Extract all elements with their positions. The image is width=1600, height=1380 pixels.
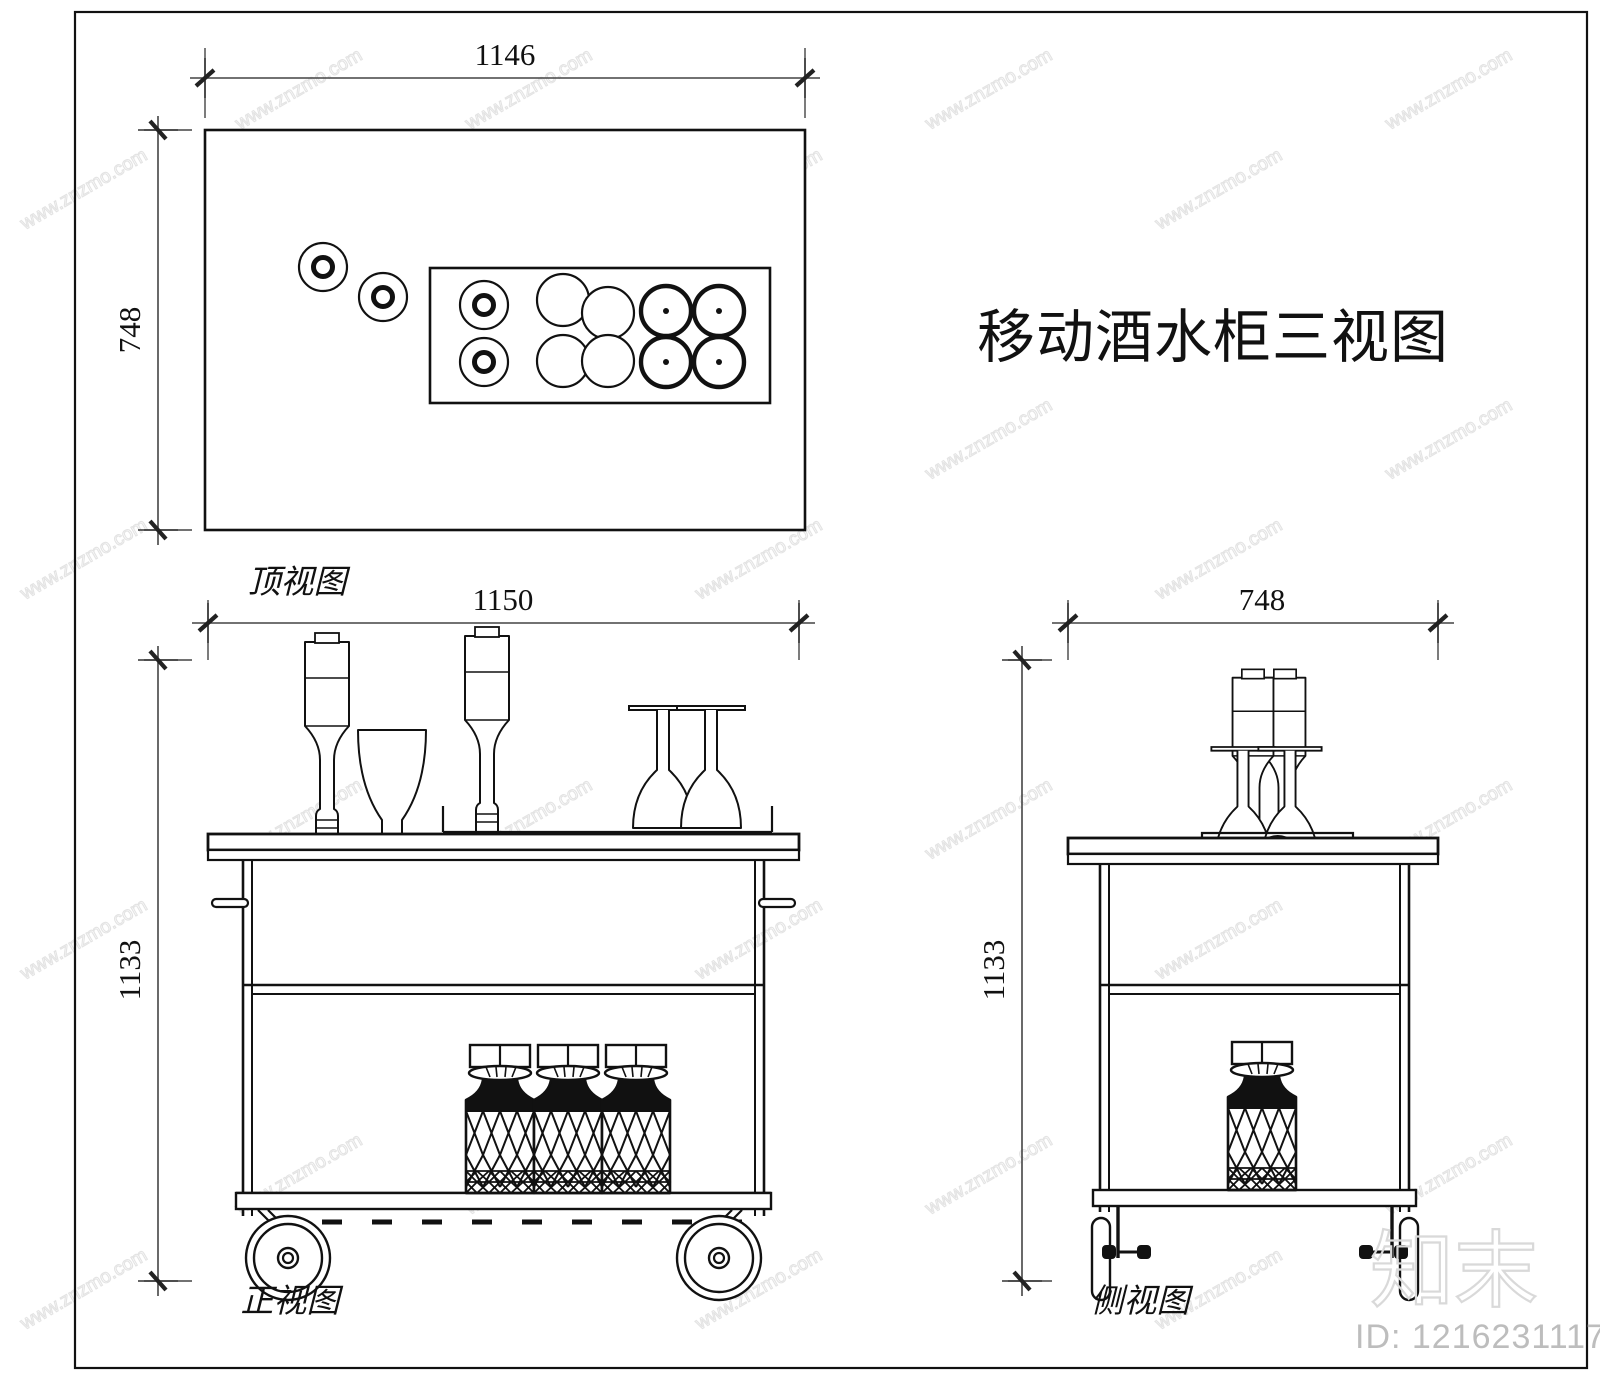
svg-text:www.znzmo.com: www.znzmo.com <box>691 895 826 985</box>
drawing-title: 移动酒水柜三视图 <box>977 305 1449 370</box>
front-view-glass-inverted-2 <box>676 705 746 829</box>
front-view-decanter-3 <box>600 1043 672 1195</box>
svg-text:www.znzmo.com: www.znzmo.com <box>1381 45 1516 135</box>
front-view-width-dimension: 1150 <box>192 582 815 660</box>
svg-text:www.znzmo.com: www.znzmo.com <box>231 45 366 135</box>
front-view-decanter-2 <box>532 1043 604 1195</box>
top-view-decanter-top-2 <box>691 283 747 339</box>
svg-text:www.znzmo.com: www.znzmo.com <box>921 395 1056 485</box>
front-view-decanter-1 <box>464 1043 536 1195</box>
top-view-width-dimension: 1146 <box>190 37 820 118</box>
side-view-height-dimension: 1133 <box>976 646 1052 1296</box>
top-view-decanter-top-1 <box>638 283 694 339</box>
front-view-width-value: 1150 <box>473 582 534 617</box>
side-view-width-dimension: 748 <box>1052 582 1454 660</box>
side-view-leg-supports <box>1116 1206 1394 1258</box>
svg-text:www.znzmo.com: www.znzmo.com <box>16 145 151 235</box>
top-view-glass-top-2 <box>580 285 636 341</box>
front-view-handle-left <box>210 897 250 909</box>
top-view-glass-top-1 <box>535 272 591 328</box>
side-view-cabinet-frame <box>1091 864 1418 1212</box>
top-view-depth-value: 748 <box>112 307 147 354</box>
front-view-wheel-right <box>675 1214 763 1302</box>
top-view-bottle-top-2 <box>458 336 510 388</box>
top-view-decanter-top-4 <box>691 334 747 390</box>
front-view-height-dimension: 1133 <box>112 646 192 1296</box>
top-view-bottle-top-1 <box>458 279 510 331</box>
watermark-logo: 知末 <box>1370 1224 1538 1318</box>
sheet-border <box>73 10 1589 1370</box>
side-view-countertop <box>1066 836 1440 866</box>
side-view-group: 748 1133 侧视图 <box>976 582 1454 1320</box>
top-view-depth-dimension: 748 <box>112 116 192 545</box>
svg-text:www.znzmo.com: www.znzmo.com <box>16 515 151 605</box>
svg-text:www.znzmo.com: www.znzmo.com <box>921 1130 1056 1220</box>
svg-text:www.znzmo.com: www.znzmo.com <box>921 775 1056 865</box>
side-view-decanter-1 <box>1226 1040 1298 1192</box>
top-view-width-value: 1146 <box>475 37 536 72</box>
side-view-wheel-left <box>1090 1216 1151 1302</box>
top-view-glass-top-4 <box>580 333 636 389</box>
side-view-height-value: 1133 <box>976 940 1011 1001</box>
front-view-label: 正视图 <box>241 1284 344 1320</box>
front-view-cabinet-frame <box>234 860 773 1216</box>
svg-text:www.znzmo.com: www.znzmo.com <box>16 1245 151 1335</box>
svg-text:www.znzmo.com: www.znzmo.com <box>1151 145 1286 235</box>
top-view-label: 顶视图 <box>248 565 351 601</box>
side-view-width-value: 748 <box>1239 582 1286 617</box>
front-view-height-value: 1133 <box>112 940 147 1001</box>
side-view-wheel-right <box>1359 1216 1420 1302</box>
side-view-label: 侧视图 <box>1091 1284 1194 1320</box>
top-view-bottle-outside-1 <box>297 241 349 293</box>
front-view-glass-upright <box>357 729 427 839</box>
svg-text:www.znzmo.com: www.znzmo.com <box>1381 395 1516 485</box>
front-view-handle-right <box>757 897 797 909</box>
front-view-counter-tray <box>441 806 774 834</box>
front-view-bottle-2 <box>464 626 510 833</box>
drawing-id-label: ID: 1216231117 <box>1355 1318 1600 1356</box>
front-view-countertop <box>206 832 801 862</box>
svg-text:www.znzmo.com: www.znzmo.com <box>921 45 1056 135</box>
front-view-bottom-rail <box>257 1209 743 1239</box>
front-view-group: 1150 1133 正视图 <box>112 582 815 1320</box>
svg-text:www.znzmo.com: www.znzmo.com <box>1151 895 1286 985</box>
top-view-decanter-top-3 <box>638 334 694 390</box>
top-view-group: 1146 748 顶视图 <box>112 37 820 601</box>
top-view-bottle-outside-2 <box>357 271 409 323</box>
